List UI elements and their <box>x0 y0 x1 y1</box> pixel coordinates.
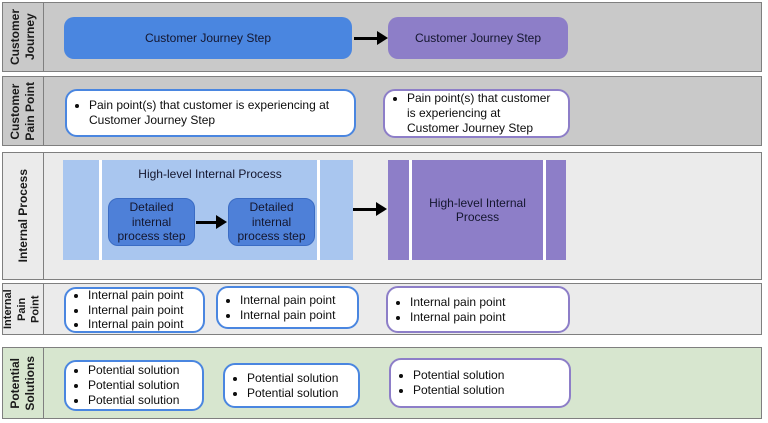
arrow-right-icon <box>353 202 387 216</box>
bullet-item: Potential solution <box>413 368 565 383</box>
arrow-line <box>196 220 216 224</box>
bullet-list: Potential solutionPotential solution <box>225 365 358 406</box>
lane-label-potential-solutions: Potential Solutions <box>3 348 44 418</box>
bullet-item: Internal pain point <box>410 310 564 325</box>
bullet-item: Internal pain point <box>88 317 199 332</box>
arrow-head <box>377 31 388 45</box>
bullet-list: Pain point(s) that customer is experienc… <box>385 91 568 136</box>
bullet-item: Internal pain point <box>88 303 199 318</box>
bullet-list: Pain point(s) that customer is experienc… <box>67 91 354 135</box>
bullet-list: Potential solutionPotential solutionPote… <box>66 362 202 409</box>
internal-pain-point-box-2: Internal pain pointInternal pain point <box>216 286 359 329</box>
lane-label-customer-pain-point: Customer Pain Point <box>3 77 44 145</box>
lane-internal-pain-point: Internal Pain Point Internal pain pointI… <box>2 283 762 335</box>
lane-label-internal-pain-point: Internal Pain Point <box>2 284 44 334</box>
lane-customer-journey: Customer Journey Customer Journey Step C… <box>2 2 762 72</box>
lane-label-text: Customer Journey <box>8 8 37 65</box>
column-divider <box>543 160 546 260</box>
arrow-head <box>216 215 227 229</box>
lane-label-text: Internal Pain Point <box>2 289 42 329</box>
high-level-process-title: High-level Internal Process <box>429 196 526 224</box>
column-divider <box>317 160 320 260</box>
journey-step-box-1: Customer Journey Step <box>64 17 352 59</box>
lane-label-text: Internal Process <box>15 169 30 263</box>
lane-customer-pain-point: Customer Pain Point Pain point(s) that c… <box>2 76 762 146</box>
detailed-process-step-2: Detailed internal process step <box>228 198 315 246</box>
potential-solution-box-2: Potential solutionPotential solution <box>223 363 360 408</box>
bullet-item: Potential solution <box>413 383 565 398</box>
bullet-item: Internal pain point <box>240 308 353 323</box>
lane-label-internal-process: Internal Process <box>3 153 44 279</box>
high-level-process-title: High-level Internal Process <box>138 167 282 181</box>
bullet-item: Potential solution <box>88 363 198 378</box>
lane-internal-process: Internal Process High-level Internal Pro… <box>2 152 762 280</box>
customer-pain-point-box-2: Pain point(s) that customer is experienc… <box>383 89 570 138</box>
arrow-line <box>354 36 377 40</box>
high-level-process-container-left: High-level Internal Process Detailed int… <box>63 160 353 260</box>
bullet-item: Internal pain point <box>240 293 353 308</box>
bullet-item: Pain point(s) that customer is experienc… <box>407 91 564 136</box>
arrow-right-icon <box>354 31 388 45</box>
bullet-item: Potential solution <box>247 371 354 386</box>
internal-pain-point-box-1: Internal pain pointInternal pain pointIn… <box>64 287 205 333</box>
internal-pain-point-box-3: Internal pain pointInternal pain point <box>386 286 570 333</box>
arrow-right-icon <box>196 215 227 229</box>
bullet-item: Potential solution <box>247 386 354 401</box>
journey-step-box-2: Customer Journey Step <box>388 17 568 59</box>
column-divider <box>99 160 102 260</box>
customer-pain-point-box-1: Pain point(s) that customer is experienc… <box>65 89 356 137</box>
detailed-process-step-1: Detailed internal process step <box>108 198 195 246</box>
lane-label-text: Customer Pain Point <box>8 81 37 141</box>
bullet-list: Internal pain pointInternal pain point <box>388 288 568 331</box>
journey-step-label: Customer Journey Step <box>414 31 542 45</box>
bullet-item: Potential solution <box>88 378 198 393</box>
lane-label-text: Potential Solutions <box>8 355 37 411</box>
lane-label-customer-journey: Customer Journey <box>3 3 44 71</box>
bullet-item: Potential solution <box>88 393 198 408</box>
bullet-list: Internal pain pointInternal pain pointIn… <box>66 288 203 332</box>
lane-potential-solutions: Potential Solutions Potential solutionPo… <box>2 347 762 419</box>
journey-step-label: Customer Journey Step <box>144 31 272 45</box>
potential-solution-box-3: Potential solutionPotential solution <box>389 358 571 408</box>
arrow-head <box>376 202 387 216</box>
bullet-item: Internal pain point <box>88 288 199 303</box>
bullet-list: Potential solutionPotential solution <box>391 360 569 406</box>
bullet-item: Pain point(s) that customer is experienc… <box>89 98 350 128</box>
bullet-item: Internal pain point <box>410 295 564 310</box>
potential-solution-box-1: Potential solutionPotential solutionPote… <box>64 360 204 411</box>
arrow-line <box>353 207 376 211</box>
column-divider <box>409 160 412 260</box>
high-level-process-container-right: High-level Internal Process <box>388 160 566 260</box>
bullet-list: Internal pain pointInternal pain point <box>218 288 357 327</box>
